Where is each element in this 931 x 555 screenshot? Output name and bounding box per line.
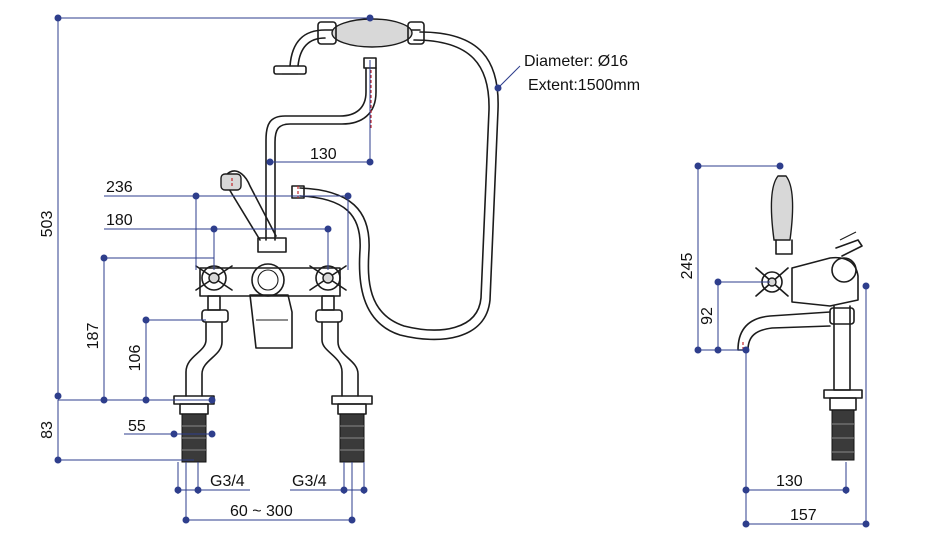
front-dimensions: 503 130 236 180 187 106 xyxy=(39,14,640,524)
hose-extent-note: Extent:1500mm xyxy=(528,77,640,94)
side-lever xyxy=(770,175,794,241)
hose-diameter-note: Diameter: Ø16 xyxy=(524,53,628,70)
dim-157: 157 xyxy=(790,507,817,524)
center-body xyxy=(199,170,341,349)
side-view-tap xyxy=(737,175,863,461)
dim-83: 83 xyxy=(39,421,56,439)
dim-106: 106 xyxy=(127,345,144,372)
dim-thread-left: G3/4 xyxy=(210,473,245,490)
dim-55: 55 xyxy=(128,418,146,435)
dim-centres: 60 ~ 300 xyxy=(230,503,293,520)
dim-92: 92 xyxy=(699,307,716,325)
dim-180: 180 xyxy=(106,212,133,229)
front-view-tap xyxy=(173,18,499,463)
side-dimensions: 245 92 130 157 xyxy=(679,162,870,528)
dim-245: 245 xyxy=(679,253,696,280)
leg-left xyxy=(173,309,229,463)
dim-130-handset: 130 xyxy=(310,146,337,163)
dim-503: 503 xyxy=(39,211,56,238)
cross-handle-left xyxy=(195,265,233,311)
dim-187: 187 xyxy=(85,323,102,350)
dim-236: 236 xyxy=(106,179,133,196)
shower-hose xyxy=(299,31,499,341)
handset xyxy=(265,18,425,241)
dim-thread-right: G3/4 xyxy=(292,473,327,490)
dim-130-reach: 130 xyxy=(776,473,803,490)
leg-right xyxy=(315,309,373,463)
